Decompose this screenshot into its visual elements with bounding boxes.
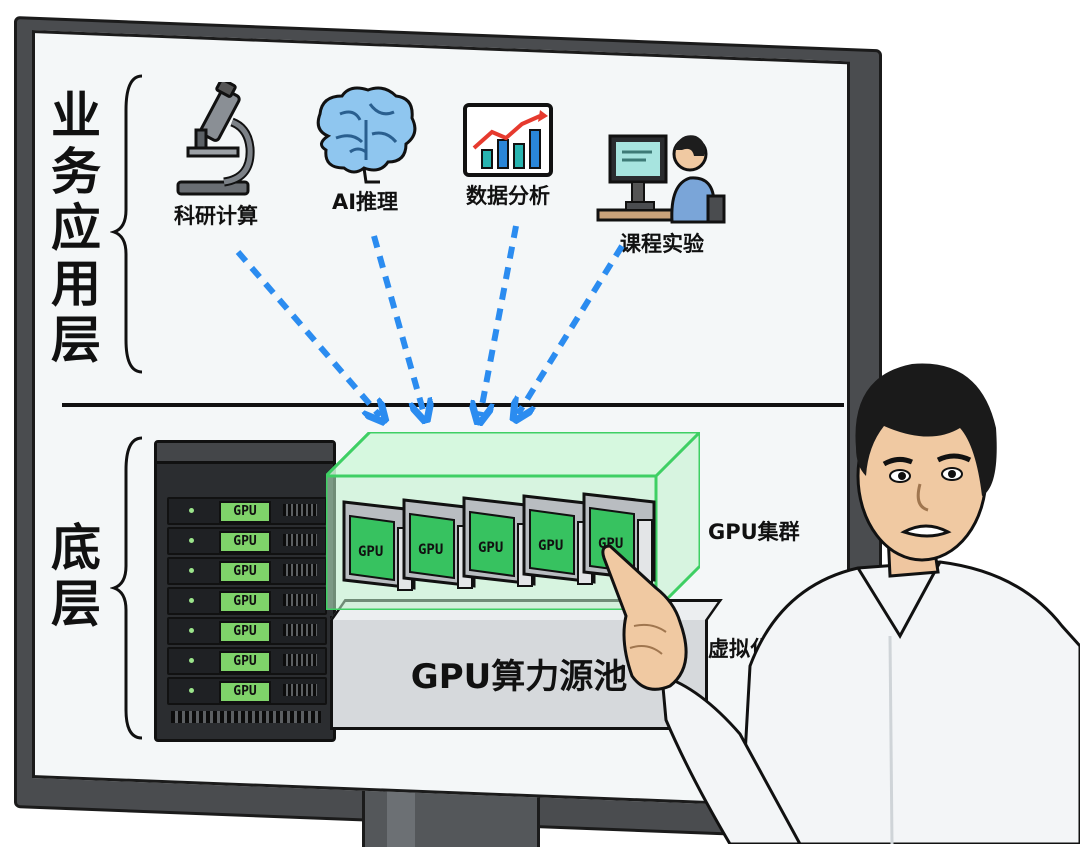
arrow-ai-inference [371,235,424,414]
rack-slot: GPU [167,557,327,585]
rack-slot: GPU [167,527,327,555]
rack-top-panel [157,443,333,464]
bottom-layer-title: 底层 [51,519,101,633]
gpu-card-label: GPU [538,538,563,554]
presenter-person [601,363,1080,844]
arrow-research [235,250,380,416]
rack-slot: GPU [167,677,327,705]
rack-gpu-label: GPU [219,621,271,643]
app-label-data-analysis: 数据分析 [466,184,550,208]
shirt [738,560,1080,844]
rack-gpu-label: GPU [219,501,271,523]
rack-gpu-label: GPU [219,531,271,553]
rack-bottom-vent [171,711,321,723]
app-label-course-experiment: 课程实验 [620,232,704,256]
gpu-card: GPU [402,498,476,589]
app-item-data-analysis: 数据分析 [462,102,554,210]
rack-gpu-label: GPU [219,561,271,583]
rack-slot: GPU [167,617,327,645]
rack-gpu-label: GPU [219,591,271,613]
hair [855,363,997,496]
layer-braces [110,74,143,740]
gpu-card-label: GPU [418,542,443,558]
student-at-computer-icon [596,134,726,224]
arrow-data-analysis [480,225,519,416]
rack-slot: GPU [167,647,327,675]
microscope-icon [176,82,255,196]
app-item-research: 科研计算 [166,82,266,230]
gpu-card-label: GPU [358,544,383,560]
app-item-ai-inference: AI推理 [310,84,420,216]
arrow-course-experiment [518,244,625,414]
bottom-layer-brace [110,436,143,740]
gpu-card-label: GPU [478,540,503,556]
application-layer-title: 业务应用层 [51,87,101,369]
rack-slot: GPU [167,497,327,525]
pointing-hand [601,544,688,691]
rack-gpu-label: GPU [219,651,271,673]
rack-gpu-label: GPU [219,681,271,703]
bar-chart-icon [463,103,553,177]
gpu-compute-pool-label: GPU算力源池 [410,657,628,697]
gpu-cluster-label: GPU集群 [708,520,800,544]
brain-icon [316,86,417,184]
app-label-research: 科研计算 [174,204,258,228]
app-label-ai-inference: AI推理 [331,190,399,214]
app-item-course-experiment: 课程实验 [596,126,728,258]
gpu-server-rack: GPU GPU GPU GPU GPU GPU GPU [154,440,336,742]
layer-divider-line [62,403,844,407]
worried-mouth [900,524,952,538]
rack-slot: GPU [167,587,327,615]
top-layer-brace [110,74,143,374]
